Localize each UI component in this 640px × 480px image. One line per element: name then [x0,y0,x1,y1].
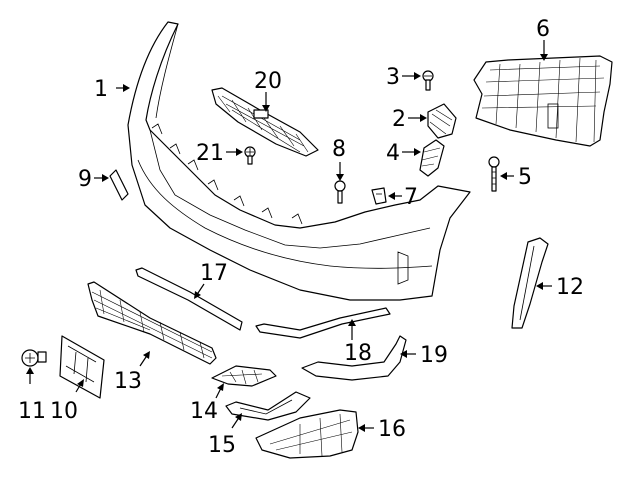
svg-text:8: 8 [332,137,346,162]
side-trim-19 [301,335,407,381]
svg-text:16: 16 [378,417,406,442]
bolt-5 [488,156,500,192]
svg-text:6: 6 [536,17,550,42]
svg-text:10: 10 [50,399,78,424]
callout-19: 19 [400,343,448,368]
bolt-21 [244,146,256,165]
callout-17: 17 [194,261,228,299]
svg-text:19: 19 [420,343,448,368]
svg-text:9: 9 [78,167,92,192]
svg-text:4: 4 [386,141,400,166]
callout-8: 8 [332,137,346,181]
lower-panel-16 [255,409,359,459]
bolt-3 [422,70,434,91]
callout-3: 3 [386,65,421,90]
reflector-9 [109,169,129,201]
svg-text:3: 3 [386,65,400,90]
svg-text:11: 11 [18,399,46,424]
upper-grille [211,87,319,157]
svg-text:7: 7 [404,185,418,210]
svg-text:17: 17 [200,261,228,286]
callout-7: 7 [388,185,418,210]
callout-21: 21 [196,141,243,166]
screw-11 [21,349,47,367]
license-plate-bracket [59,335,105,399]
callout-4: 4 [386,141,421,166]
callout-16: 16 [358,417,406,442]
callout-10: 10 [50,379,84,424]
trim-strip-18 [255,307,391,339]
side-molding [511,237,549,329]
bracket-4 [419,139,445,177]
callout-20: 20 [254,69,282,112]
callout-13: 13 [114,351,150,394]
callout-5: 5 [500,165,532,190]
svg-text:18: 18 [344,341,372,366]
callout-14: 14 [190,383,224,424]
grille-trim-17 [135,267,243,331]
callout-12: 12 [536,275,584,300]
svg-text:2: 2 [392,107,406,132]
svg-text:15: 15 [208,433,236,458]
lower-trim-15 [225,391,311,421]
svg-text:13: 13 [114,369,142,394]
callout-11: 11 [18,367,46,424]
callout-18: 18 [344,319,372,366]
callout-6: 6 [536,17,550,61]
callout-9: 9 [78,167,109,192]
vent-bracket-14 [211,365,277,387]
bracket-2 [427,103,457,139]
bumper-cover [127,21,471,301]
clip-7 [371,187,387,205]
bumper-bracket [473,55,613,147]
svg-text:14: 14 [190,399,218,424]
lower-grille [87,281,217,365]
svg-text:1: 1 [94,77,108,102]
svg-text:21: 21 [196,141,224,166]
callout-15: 15 [208,413,242,458]
svg-text:20: 20 [254,69,282,94]
svg-text:5: 5 [518,165,532,190]
bolt-8 [334,180,346,204]
callout-1: 1 [94,77,130,102]
svg-text:12: 12 [556,275,584,300]
callout-2: 2 [392,107,427,132]
